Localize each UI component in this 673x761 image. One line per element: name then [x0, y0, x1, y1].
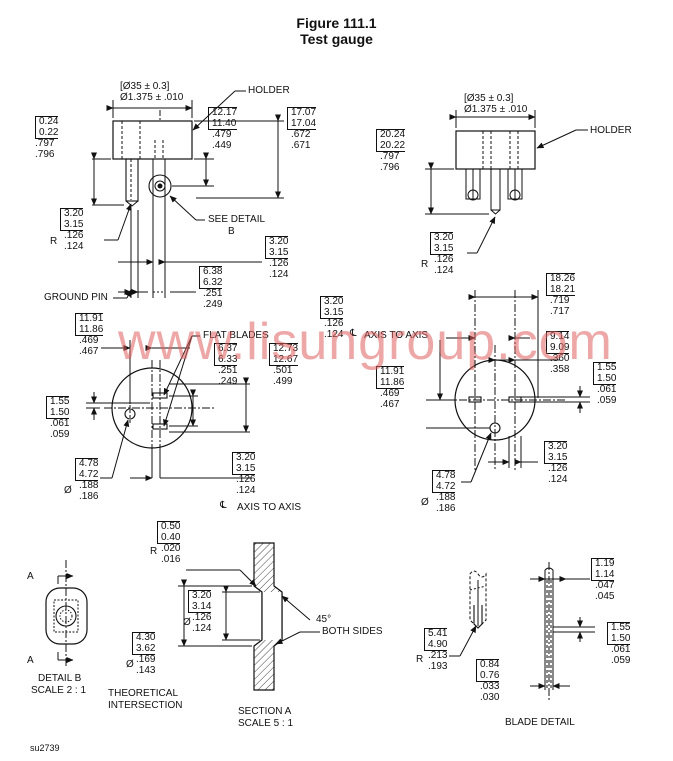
intersection-label: INTERSECTION	[108, 700, 183, 711]
section-a-scale: SCALE 5 : 1	[238, 718, 294, 729]
radius-prefix-section: R	[150, 546, 158, 557]
middle-left-plan-view	[86, 335, 252, 481]
section-a-label: SECTION A	[238, 706, 292, 717]
theoretical-label: THEORETICAL	[108, 688, 179, 699]
holder-label-left: HOLDER	[248, 85, 290, 96]
figure-title: Test gauge	[300, 31, 373, 47]
see-detail-label: SEE DETAIL	[208, 214, 266, 225]
diameter-prefix-section-outer: Ø	[126, 659, 134, 670]
drawing-code: su2739	[30, 743, 60, 753]
centerline-symbol-left: ℄	[220, 500, 227, 511]
top-left-side-view	[91, 90, 284, 299]
dim-diameter-35-left: [Ø35 ± 0.3] Ø1.375 ± .010	[120, 81, 184, 103]
blade-detail-label: BLADE DETAIL	[505, 717, 575, 728]
centerline-symbol-right: ℄	[350, 328, 357, 339]
middle-right-plan-view	[426, 290, 590, 483]
detail-b-view	[45, 560, 88, 667]
section-mark-a-top: A	[27, 571, 34, 582]
blade-detail-view	[449, 562, 595, 700]
radius-prefix-right: R	[421, 259, 429, 270]
angle-45-label: 45°	[316, 614, 332, 625]
holder-label-right: HOLDER	[590, 125, 632, 136]
section-mark-a-bottom: A	[27, 655, 34, 666]
figure-number: Figure 111.1	[296, 15, 377, 31]
diameter-prefix-right: Ø	[421, 497, 429, 508]
watermark-text: www.lisungroup.com	[118, 313, 613, 371]
detail-b-scale: SCALE 2 : 1	[31, 685, 87, 696]
flat-blades-label: FLAT BLADES	[203, 330, 269, 341]
dim-diameter-35-right: [Ø35 ± 0.3] Ø1.375 ± .010	[464, 93, 528, 115]
detail-b-label: DETAIL B	[38, 673, 82, 684]
axis-to-axis-label-right: AXIS TO AXIS	[364, 330, 429, 341]
section-a-view	[178, 542, 320, 691]
top-right-side-view	[425, 110, 588, 254]
diameter-prefix-left: Ø	[64, 485, 72, 496]
detail-letter-label: B	[228, 226, 235, 237]
diameter-prefix-section-inner: Ø	[183, 617, 191, 628]
radius-prefix-blade: R	[416, 654, 424, 665]
both-sides-label: BOTH SIDES	[322, 626, 383, 637]
radius-prefix-left: R	[50, 236, 58, 247]
axis-to-axis-label-left: AXIS TO AXIS	[237, 502, 302, 513]
dim-bracket: [Ø35 ± 0.3]	[120, 81, 170, 92]
ground-pin-label: GROUND PIN	[44, 292, 108, 303]
